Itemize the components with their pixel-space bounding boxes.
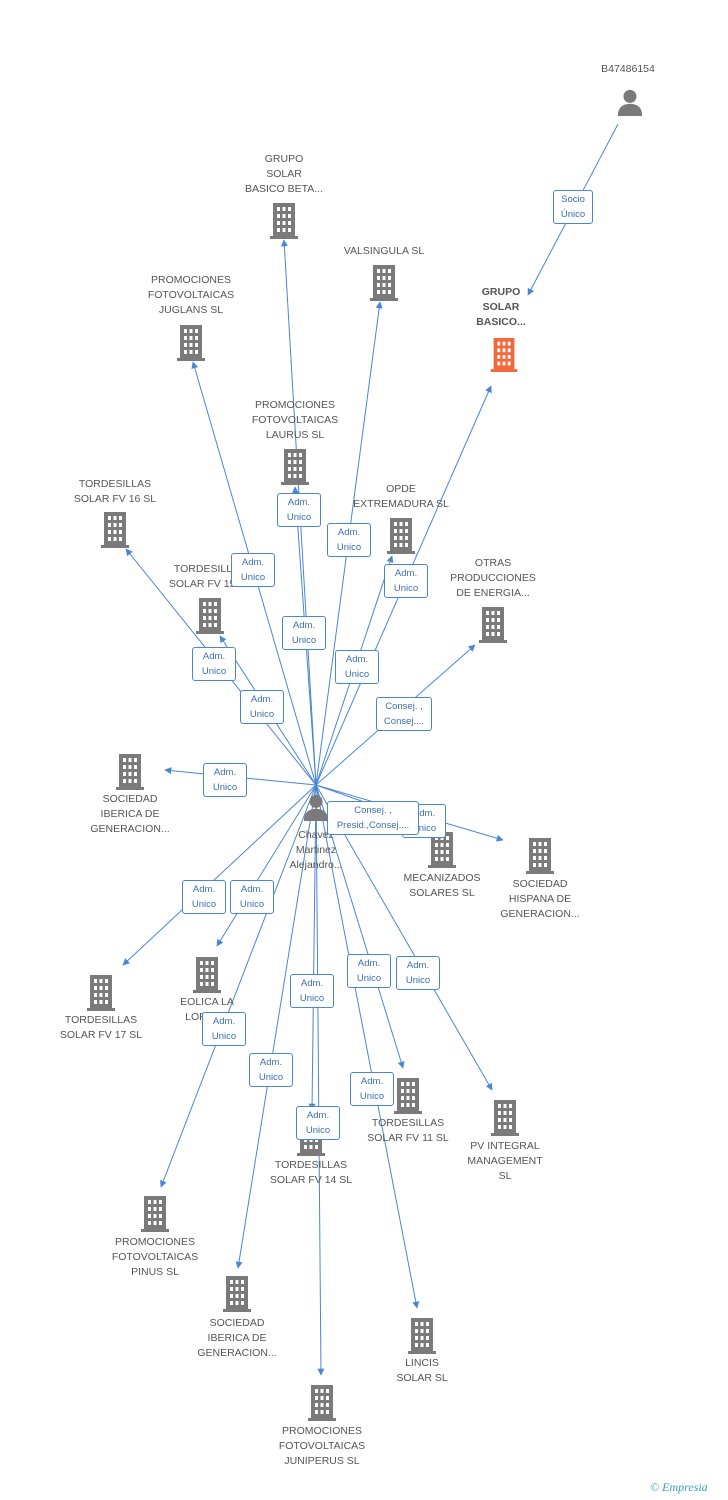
building-icon-laurus[interactable] [281,449,309,485]
role-badge-eolica[interactable]: Adm. Unico [230,880,274,914]
company-label-fv15[interactable]: TORDESILLAS SOLAR FV 15 SL [168,563,251,590]
role-badge-fv17[interactable]: Adm. Unico [182,880,226,914]
company-label-juglans[interactable]: PROMOCIONES FOTOVOLTAICAS JUGLANS SL [147,274,235,316]
building-icon-fv11[interactable] [394,1078,422,1114]
building-icon-iberica1[interactable] [116,754,144,790]
copyright-icon: © [650,1480,660,1494]
brand-name: Empresia [662,1480,708,1494]
role-badge-pvintegral[interactable]: Adm. Unico [396,956,440,990]
company-label-iberica1[interactable]: SOCIEDAD IBERICA DE GENERACION... [90,793,170,835]
edge-eolica [216,784,317,947]
company-label-fv17[interactable]: TORDESILLAS SOLAR FV 17 SL [59,1014,143,1041]
edge-fv17 [122,784,317,966]
role-badge-juniperus[interactable]: Adm. Unico [249,1053,293,1087]
person-icon-top[interactable] [617,89,643,116]
role-badge-mecanizados[interactable]: Consej. , Presid.,Consej.... [327,801,419,835]
edge-juniperus [315,784,325,1376]
building-icon-pinus[interactable] [141,1196,169,1232]
building-icon-lincis[interactable] [408,1318,436,1354]
building-icon-otras[interactable] [479,607,507,643]
company-label-juniperus[interactable]: PROMOCIONES FOTOVOLTAICAS JUNIPERUS SL [278,1425,366,1467]
role-badge-juglans[interactable]: Adm. Unico [231,553,275,587]
building-icon-opde[interactable] [387,518,415,554]
company-label-valsingula[interactable]: VALSINGULA SL [343,245,425,257]
building-icon-iberica2[interactable] [223,1276,251,1312]
role-badge-fv15[interactable]: Adm. Unico [192,647,236,681]
edge-pinus [160,784,317,1188]
role-badge-otras[interactable]: Consej. , Consej.... [376,697,432,731]
company-label-pvintegral[interactable]: PV INTEGRAL MANAGEMENT SL [467,1140,543,1182]
role-badge-opde[interactable]: Adm. Unico [384,564,428,598]
role-badge-pinus[interactable]: Adm. Unico [202,1012,246,1046]
role-badge-lincis[interactable]: Adm. Unico [350,1072,394,1106]
role-badge-grupo-beta[interactable]: Adm. Unico [282,616,326,650]
company-label-iberica2[interactable]: SOCIEDAD IBERICA DE GENERACION... [197,1317,277,1359]
company-label-otras[interactable]: OTRAS PRODUCCIONES DE ENERGIA... [450,557,536,599]
edge-lincis [315,784,420,1309]
building-icon-valsingula[interactable] [370,265,398,301]
company-label-fv14[interactable]: TORDESILLAS SOLAR FV 14 SL [269,1159,353,1186]
role-badge-iberica1[interactable]: Adm. Unico [203,763,247,797]
edge-fv14 [308,784,317,1111]
role-badge-fv16[interactable]: Adm. Unico [240,690,284,724]
center-person-label[interactable]: Chavez Martinez Alejandro... [289,829,343,871]
role-badge-valsingula[interactable]: Adm. Unico [327,523,371,557]
role-badge-focus[interactable]: Adm. Unico [335,650,379,684]
company-label-mecanizados[interactable]: MECANIZADOS SOLARES SL [403,872,481,899]
company-label-fv16[interactable]: TORDESILLAS SOLAR FV 16 SL [73,478,157,505]
role-badge-fv11[interactable]: Adm. Unico [347,954,391,988]
edge-pvintegral [315,784,493,1091]
role-badge-laurus[interactable]: Adm. Unico [277,493,321,527]
role-badge-socio-edge[interactable]: Socio Único [553,190,593,224]
company-label-fv11[interactable]: TORDESILLAS SOLAR FV 11 SL [367,1117,449,1144]
building-icon-hispana[interactable] [526,838,554,874]
building-icon-fv17[interactable] [87,975,115,1011]
company-label-grupo-beta[interactable]: GRUPO SOLAR BASICO BETA... [245,153,323,195]
building-icon-grupo-beta[interactable] [270,203,298,239]
building-icon-fv15[interactable] [196,598,224,634]
company-label-lincis[interactable]: LINCIS SOLAR SL [396,1357,448,1384]
building-icon-focus[interactable] [490,338,518,372]
company-label-hispana[interactable]: SOCIEDAD HISPANA DE GENERACION... [500,878,580,920]
top-person-label[interactable]: B47486154 [601,63,655,75]
building-icon-pvintegral[interactable] [491,1100,519,1136]
building-icon-juniperus[interactable] [308,1385,336,1421]
building-icon-fv16[interactable] [101,512,129,548]
company-label-opde[interactable]: OPDE EXTREMADURA SL [353,483,449,510]
building-icon-juglans[interactable] [177,325,205,361]
focus-company-label[interactable]: GRUPO SOLAR BASICO... [476,286,526,328]
company-label-pinus[interactable]: PROMOCIONES FOTOVOLTAICAS PINUS SL [111,1236,199,1278]
role-badge-fv14[interactable]: Adm. Unico [296,1106,340,1140]
role-badge-iberica2[interactable]: Adm. Unico [290,974,334,1008]
edge-iberica2 [235,784,317,1269]
building-icon-eolica[interactable] [193,957,221,993]
brand-footer[interactable]: © Empresia [650,1480,708,1495]
company-label-laurus[interactable]: PROMOCIONES FOTOVOLTAICAS LAURUS SL [251,399,339,441]
